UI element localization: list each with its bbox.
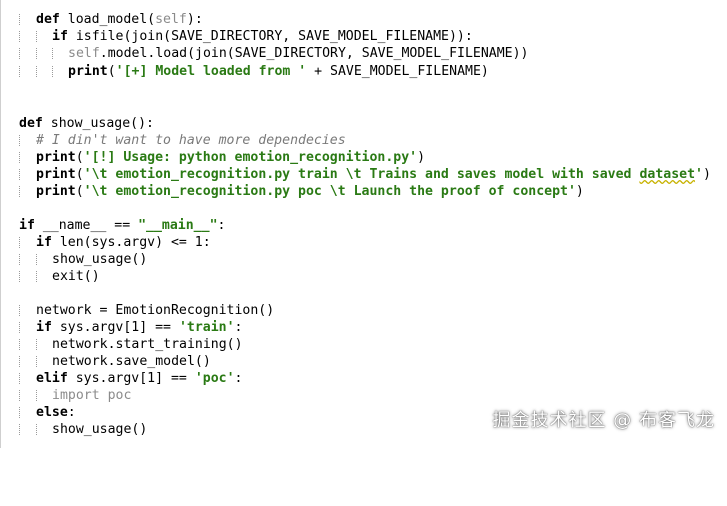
indent-guide xyxy=(52,48,54,59)
code-text: if len(sys.argv) <= 1: xyxy=(36,235,211,250)
indent-guide xyxy=(19,66,21,77)
indent-guide xyxy=(19,390,21,401)
code-line: show_usage() xyxy=(1,251,721,268)
code-line: exit() xyxy=(1,268,721,285)
indent-guide xyxy=(19,237,21,248)
code-text: network.start_training() xyxy=(52,337,243,352)
indent-guide xyxy=(19,305,21,316)
code-text: print('[!] Usage: python emotion_recogni… xyxy=(36,150,426,165)
indent-guide xyxy=(36,390,38,401)
indent-guide xyxy=(36,66,38,77)
code-text: def show_usage(): xyxy=(19,116,154,131)
indent-guide xyxy=(19,339,21,350)
indent-guide xyxy=(19,152,21,163)
code-editor[interactable]: def load_model(self): if isfile(join(SAV… xyxy=(0,0,727,448)
code-text: elif sys.argv[1] == 'poc': xyxy=(36,371,243,386)
code-line: if len(sys.argv) <= 1: xyxy=(1,234,721,251)
code-line: show_usage() xyxy=(1,421,721,438)
code-line: print('\t emotion_recognition.py train \… xyxy=(1,166,721,183)
indent-guide xyxy=(19,48,21,59)
code-line: if isfile(join(SAVE_DIRECTORY, SAVE_MODE… xyxy=(1,28,721,45)
indent-guide xyxy=(19,186,21,197)
indent-guide xyxy=(36,424,38,435)
code-line: if __name__ == "__main__": xyxy=(1,217,721,234)
code-text: show_usage() xyxy=(52,252,148,267)
watermark: 掘金技术社区 @ 布客飞龙 xyxy=(492,410,715,431)
code-line: elif sys.argv[1] == 'poc': xyxy=(1,370,721,387)
indent-guide xyxy=(19,169,21,180)
code-text: show_usage() xyxy=(52,422,148,437)
code-line: self.model.load(join(SAVE_DIRECTORY, SAV… xyxy=(1,45,721,62)
code-line: print('[+] Model loaded from ' + SAVE_MO… xyxy=(1,63,721,80)
code-text: print('[+] Model loaded from ' + SAVE_MO… xyxy=(68,64,489,79)
code-text: def load_model(self): xyxy=(36,12,203,27)
code-text: self.model.load(join(SAVE_DIRECTORY, SAV… xyxy=(68,46,529,61)
code-line: import poc xyxy=(1,387,721,404)
code-line: network = EmotionRecognition() xyxy=(1,302,721,319)
indent-guide xyxy=(52,66,54,77)
indent-guide xyxy=(36,356,38,367)
indent-guide xyxy=(19,271,21,282)
code-text: exit() xyxy=(52,269,100,284)
indent-guide xyxy=(19,424,21,435)
indent-guide xyxy=(36,271,38,282)
code-line: network.start_training() xyxy=(1,336,721,353)
code-line: print('\t emotion_recognition.py poc \t … xyxy=(1,183,721,200)
code-text: # I din't want to have more dependecies xyxy=(36,133,346,148)
indent-guide xyxy=(19,31,21,42)
indent-guide xyxy=(36,339,38,350)
code-line: else: xyxy=(1,404,721,421)
code-text: if isfile(join(SAVE_DIRECTORY, SAVE_MODE… xyxy=(52,29,473,44)
indent-guide xyxy=(19,356,21,367)
indent-guide xyxy=(19,14,21,25)
code-line: def show_usage(): xyxy=(1,115,721,132)
indent-guide xyxy=(36,48,38,59)
code-line: network.save_model() xyxy=(1,353,721,370)
code-text: if __name__ == "__main__": xyxy=(19,218,226,233)
code-text: else: xyxy=(36,405,76,420)
indent-guide xyxy=(19,322,21,333)
indent-guide xyxy=(36,254,38,265)
indent-guide xyxy=(36,31,38,42)
indent-guide xyxy=(19,373,21,384)
code-line: if sys.argv[1] == 'train': xyxy=(1,319,721,336)
code-text: if sys.argv[1] == 'train': xyxy=(36,320,243,335)
code-line: def load_model(self): xyxy=(1,11,721,28)
indent-guide xyxy=(19,135,21,146)
indent-guide xyxy=(19,254,21,265)
code-text: print('\t emotion_recognition.py poc \t … xyxy=(36,184,584,199)
code-text: network.save_model() xyxy=(52,354,211,369)
code-text: network = EmotionRecognition() xyxy=(36,303,275,318)
code-text: print('\t emotion_recognition.py train \… xyxy=(36,167,711,182)
code-text: import poc xyxy=(52,388,132,403)
indent-guide xyxy=(19,407,21,418)
code-line: # I din't want to have more dependecies xyxy=(1,132,721,149)
code-line: print('[!] Usage: python emotion_recogni… xyxy=(1,149,721,166)
